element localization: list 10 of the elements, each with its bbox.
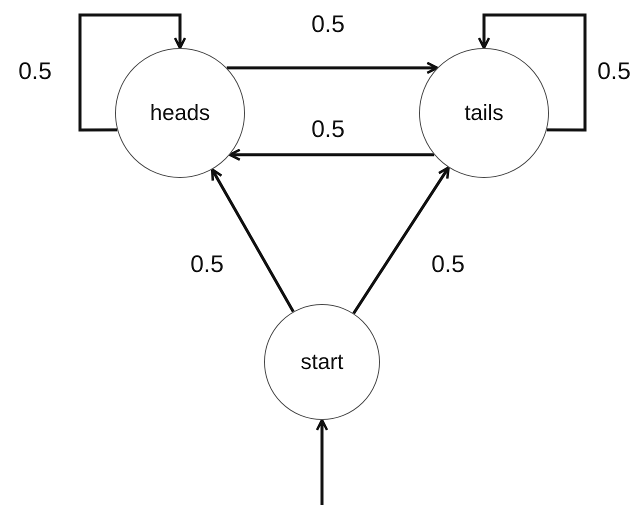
arrow	[352, 166, 450, 314]
arrow	[316, 418, 328, 505]
arrow	[478, 14, 586, 132]
state-name: tails	[464, 100, 504, 126]
arrow	[228, 148, 434, 162]
arrow	[226, 62, 438, 74]
state-name: start	[300, 349, 344, 375]
state-name: heads	[150, 100, 210, 126]
arrow	[210, 168, 295, 312]
arrow	[78, 14, 186, 132]
